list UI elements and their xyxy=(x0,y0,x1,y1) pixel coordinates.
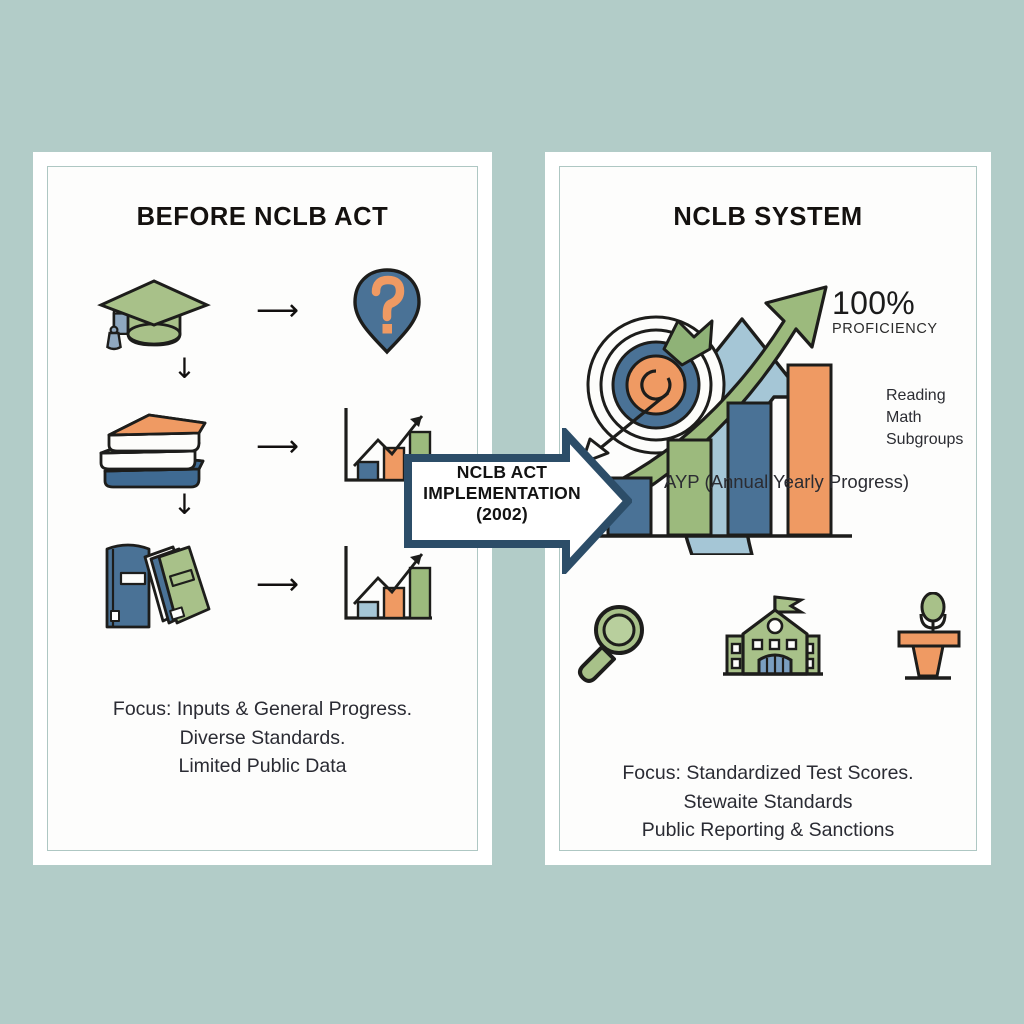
left-row-graduation: ⟶ xyxy=(48,263,477,359)
legend-item-reading: Reading xyxy=(886,387,946,404)
accountability-icon-row xyxy=(560,591,976,689)
arrow-right-icon: ⟶ xyxy=(255,429,299,464)
nclb-summary-line-2: Stewaite Standards xyxy=(683,790,853,813)
implementation-line-2: IMPLEMENTATION xyxy=(423,483,581,503)
book-stack-icon xyxy=(79,399,229,495)
before-summary-line-2: Diverse Standards. xyxy=(179,726,346,749)
proficiency-value: 100% xyxy=(832,285,916,321)
bar-chart-legend: Reading Math Subgroups xyxy=(886,385,963,451)
nclb-system-title: NCLB SYSTEM xyxy=(673,203,863,231)
question-mark-pin-icon xyxy=(327,265,447,357)
growth-bar-chart-icon xyxy=(327,540,447,630)
legend-item-subgroups: Subgroups xyxy=(886,431,964,449)
arrow-down-icon: ↓ xyxy=(172,488,197,521)
implementation-line-1: NCLB ACT xyxy=(456,462,548,482)
before-nclb-summary: Focus: Inputs & General Progress. Divers… xyxy=(48,695,477,781)
nclb-system-summary: Focus: Standardized Test Scores. Stewait… xyxy=(560,759,976,845)
legend-item-math: Math xyxy=(886,409,922,427)
nclb-system-panel: NCLB SYSTEM xyxy=(545,152,991,865)
arrow-down-icon: ↓ xyxy=(172,352,197,385)
implementation-line-3: (2002) xyxy=(476,504,528,524)
nclb-system-visual: 100% PROFICIENCY Reading Math Subgroups … xyxy=(560,225,976,555)
standing-books-icon xyxy=(79,535,229,635)
nclb-summary-line-1: Focus: Standardized Test Scores. xyxy=(622,762,914,784)
school-building-icon xyxy=(721,592,825,689)
ayp-caption: AYP (Annual Yearly Progress) xyxy=(664,471,910,492)
target-bullseye-icon xyxy=(580,315,726,465)
before-nclb-title: BEFORE NCLB ACT xyxy=(136,203,389,231)
before-summary-line-3: Limited Public Data xyxy=(178,755,347,778)
proficiency-caption: PROFICIENCY xyxy=(832,321,938,337)
graduation-cap-icon xyxy=(79,268,229,354)
proficiency-callout: 100% PROFICIENCY xyxy=(832,287,938,337)
podium-microphone-icon xyxy=(891,591,965,689)
arrow-right-icon: ⟶ xyxy=(255,293,299,328)
nclb-summary-line-3: Public Reporting & Sanctions xyxy=(641,819,895,842)
magnifier-icon xyxy=(571,600,655,689)
nclb-system-panel-inner: NCLB SYSTEM xyxy=(559,166,977,851)
arrow-right-icon: ⟶ xyxy=(255,567,299,602)
ayp-bar-chart xyxy=(590,363,852,538)
implementation-label: NCLB ACT IMPLEMENTATION (2002) xyxy=(422,462,582,525)
nclb-implementation-arrow: NCLB ACT IMPLEMENTATION (2002) xyxy=(404,428,632,574)
before-summary-line-1: Focus: Inputs & General Progress. xyxy=(112,698,413,720)
left-row-standing-books: ⟶ xyxy=(48,535,477,635)
